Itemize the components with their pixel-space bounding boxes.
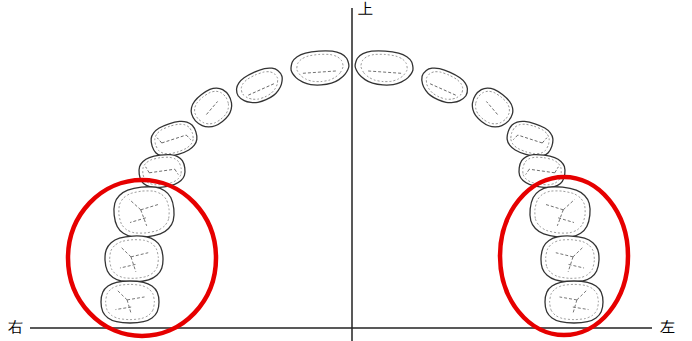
tooth-cusp-line: [422, 67, 467, 105]
fissure-line: [429, 83, 455, 95]
fissure-line: [248, 83, 274, 95]
fissure-line: [513, 134, 517, 140]
fissure-line: [526, 169, 530, 175]
tooth-outline: [101, 281, 159, 323]
axis-label-left: 左: [660, 320, 675, 335]
fissure-line: [568, 264, 584, 268]
fissure-line: [204, 101, 219, 114]
tooth-cusp-line: [189, 86, 234, 130]
tooth-outline: [416, 63, 472, 110]
fissure-line: [563, 198, 574, 211]
axis-label-up: 上: [358, 2, 373, 17]
fissure-line: [577, 290, 587, 300]
tooth-cusp-line: [109, 238, 160, 279]
axis-label-right: 右: [8, 320, 23, 335]
fissure-line: [556, 253, 574, 257]
fissure-line: [129, 198, 140, 211]
fissure-line: [175, 169, 179, 175]
fissure-line: [573, 307, 589, 310]
fissure-line: [518, 135, 542, 143]
axis-line: [30, 327, 652, 329]
tooth-cusp-line: [360, 53, 408, 83]
tooth-cusp-line: [151, 120, 196, 158]
fissure-line: [484, 101, 499, 114]
tooth: [290, 49, 350, 87]
fissure-line: [140, 204, 158, 209]
fissure-line: [366, 71, 401, 73]
fissure-line: [130, 218, 146, 223]
fissure-line: [117, 290, 127, 300]
fissure-line: [149, 169, 175, 173]
fissure-line: [542, 137, 547, 144]
fissure-line: [555, 166, 559, 173]
tooth-cusp-line: [296, 53, 344, 83]
highlight-ellipse: [500, 177, 628, 335]
fissure-line: [545, 204, 563, 209]
tooth: [540, 235, 600, 284]
fissure-line: [186, 134, 190, 140]
fissure-line: [573, 246, 583, 257]
tooth: [354, 49, 414, 87]
fissure-line: [116, 307, 132, 310]
tooth: [545, 281, 603, 323]
tooth-cusp-line: [550, 284, 599, 319]
fissure-line: [558, 218, 574, 223]
tooth-outline: [545, 281, 603, 323]
tooth-cusp-line: [507, 120, 552, 158]
highlight-ellipse: [68, 180, 216, 336]
fissure-line: [120, 264, 136, 268]
tooth-outline: [354, 49, 414, 87]
tooth: [112, 184, 177, 240]
fissure-line: [303, 71, 338, 73]
tooth: [517, 152, 567, 190]
tooth-outline: [112, 184, 177, 240]
tooth: [101, 281, 159, 323]
tooth: [528, 184, 593, 240]
tooth-cusp-line: [533, 188, 588, 235]
fissure-line: [127, 297, 144, 300]
tooth-outline: [290, 49, 350, 87]
fissure-line: [560, 297, 577, 300]
tooth-outline: [232, 63, 288, 110]
fissure-line: [157, 137, 162, 144]
tooth-outline: [540, 235, 600, 284]
tooth-cusp-line: [106, 284, 155, 319]
tooth-outline: [517, 152, 567, 190]
tooth: [232, 63, 288, 110]
fissure-line: [162, 135, 186, 143]
fissure-line: [529, 169, 555, 173]
tooth-outline: [104, 235, 164, 284]
tooth-cusp-line: [238, 67, 283, 105]
tooth: [416, 63, 472, 110]
fissure-line: [146, 166, 150, 173]
tooth-cusp-line: [469, 86, 514, 130]
tooth-cusp-line: [117, 188, 172, 235]
tooth-outline: [528, 184, 593, 240]
tooth-cusp-line: [545, 238, 596, 279]
axis-line: [351, 8, 353, 341]
fissure-line: [121, 246, 131, 257]
tooth: [104, 235, 164, 284]
fissure-line: [131, 253, 149, 257]
